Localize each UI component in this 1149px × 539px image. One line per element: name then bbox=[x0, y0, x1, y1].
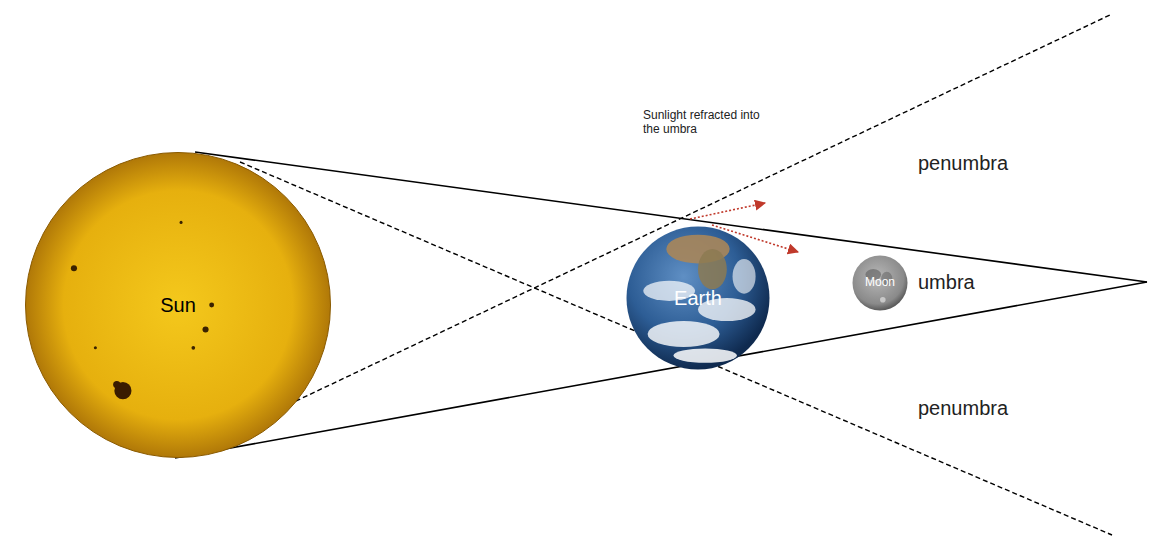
surface-feature bbox=[880, 297, 886, 303]
surface-feature bbox=[113, 381, 120, 388]
surface-feature bbox=[191, 346, 195, 350]
surface-feature bbox=[698, 249, 727, 289]
surface-feature bbox=[209, 303, 214, 308]
surface-feature bbox=[202, 326, 208, 332]
surface-feature bbox=[674, 348, 737, 362]
earth-body: Earth bbox=[626, 226, 770, 370]
surface-feature bbox=[94, 346, 97, 349]
body-name: Earth bbox=[674, 287, 722, 309]
penumbra-boundary bbox=[240, 162, 1112, 535]
body-disc bbox=[26, 153, 331, 458]
region-label: penumbra bbox=[918, 151, 1008, 175]
body-name: Sun bbox=[160, 294, 196, 316]
region-label: penumbra bbox=[918, 396, 1008, 420]
body-disc bbox=[627, 227, 770, 370]
region-label: umbra bbox=[918, 270, 975, 294]
surface-feature bbox=[71, 265, 77, 271]
sun-body: Sun bbox=[25, 152, 331, 458]
surface-feature bbox=[648, 321, 720, 347]
body-disc bbox=[853, 256, 908, 311]
annotation-note: Sunlight refracted into the umbra bbox=[643, 108, 768, 137]
refraction-arrow bbox=[690, 203, 765, 219]
surface-feature bbox=[180, 221, 183, 224]
moon-body: Moon bbox=[852, 255, 908, 311]
body-name: Moon bbox=[865, 276, 895, 289]
surface-feature bbox=[733, 259, 756, 294]
penumbra-boundary bbox=[180, 14, 1112, 456]
